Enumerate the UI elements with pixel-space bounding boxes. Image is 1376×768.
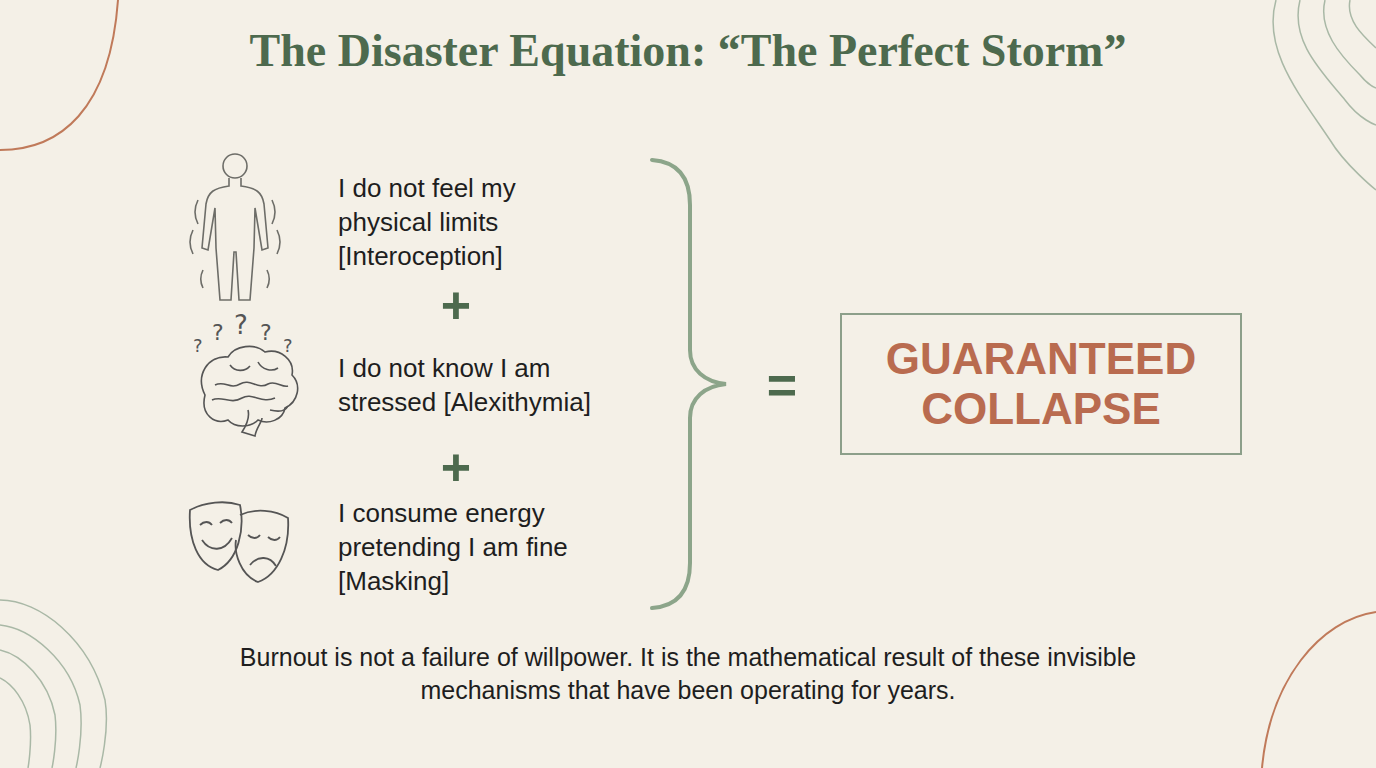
plus-sign: + xyxy=(441,441,471,493)
equation-term: I consume energy pretending I am fine [M… xyxy=(338,496,603,598)
equals-sign: = xyxy=(767,359,797,411)
svg-text:?: ? xyxy=(234,310,248,340)
equation-term: I do not feel my physical limits [Intero… xyxy=(338,171,603,273)
caption: Burnout is not a failure of willpower. I… xyxy=(168,641,1208,707)
question-marks: ? ? ? ? ? xyxy=(193,310,293,356)
masks-icon xyxy=(190,502,288,582)
corner-arc xyxy=(1262,612,1376,768)
brain-icon xyxy=(202,346,298,436)
svg-text:?: ? xyxy=(193,335,203,356)
plus-sign: + xyxy=(441,279,471,331)
curly-brace xyxy=(652,160,726,608)
svg-text:?: ? xyxy=(283,335,293,356)
body-icon xyxy=(190,154,280,300)
svg-text:?: ? xyxy=(212,320,224,345)
result-box: GUARANTEED COLLAPSE xyxy=(840,313,1242,455)
corner-arc xyxy=(0,0,118,150)
svg-text:?: ? xyxy=(260,320,272,345)
equation-term: I do not know I am stressed [Alexithymia… xyxy=(338,351,603,419)
result-text: GUARANTEED COLLAPSE xyxy=(876,334,1206,434)
title: The Disaster Equation: “The Perfect Stor… xyxy=(250,24,1127,77)
